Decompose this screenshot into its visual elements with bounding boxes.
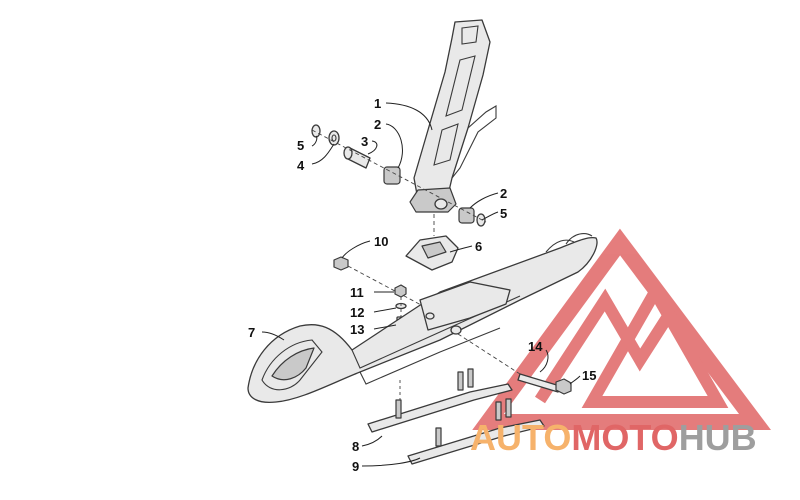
callout-6: 6	[475, 239, 482, 254]
logo-m-stroke	[534, 288, 678, 404]
leader-lines	[261, 102, 581, 467]
part-wear-bar-8	[367, 368, 513, 433]
watermark-part-moto: MOTO	[571, 417, 678, 458]
part-nut-11	[394, 284, 407, 298]
part-spacer-tube	[343, 146, 371, 169]
callout-13: 13	[350, 322, 364, 337]
part-washer-5-right	[476, 213, 486, 227]
logo-triangle-outer	[472, 228, 771, 430]
part-damper-block	[405, 235, 459, 271]
watermark-part-auto: AUTO	[470, 417, 571, 458]
part-upright-column	[409, 19, 497, 213]
part-nut-10	[333, 256, 349, 271]
callout-2-right: 2	[500, 186, 507, 201]
watermark-logo	[472, 228, 771, 430]
part-washer-4	[328, 130, 340, 146]
callout-14: 14	[528, 339, 543, 354]
callout-2-left: 2	[374, 117, 381, 132]
watermark-part-hub: HUB	[679, 417, 757, 458]
callout-5-left: 5	[297, 138, 304, 153]
part-bushing-right	[458, 207, 475, 224]
part-washer-5-left	[311, 124, 321, 138]
callout-5-right: 5	[500, 206, 507, 221]
part-ski-body	[247, 233, 598, 404]
callout-10: 10	[374, 234, 388, 249]
part-wear-bar-9	[407, 398, 545, 465]
callouts: 1 2 3 4 5 2 5 6 10 11 12 13 7 8 9 14 15	[248, 96, 596, 474]
part-bolt-14	[517, 373, 561, 393]
callout-8: 8	[352, 439, 359, 454]
callout-11: 11	[350, 285, 364, 300]
callout-3: 3	[361, 134, 368, 149]
callout-15: 15	[582, 368, 596, 383]
part-bushing-left	[383, 166, 401, 185]
callout-9: 9	[352, 459, 359, 474]
callout-1: 1	[374, 96, 381, 111]
callout-12: 12	[350, 305, 364, 320]
logo-triangle-inner	[581, 279, 729, 408]
part-nut-15	[555, 378, 572, 395]
svg-text:AUTOMOTOHUB: AUTOMOTOHUB	[470, 417, 757, 458]
watermark-wordmark: AUTOMOTOHUB	[470, 417, 757, 458]
callout-4: 4	[297, 158, 305, 173]
callout-7: 7	[248, 325, 255, 340]
